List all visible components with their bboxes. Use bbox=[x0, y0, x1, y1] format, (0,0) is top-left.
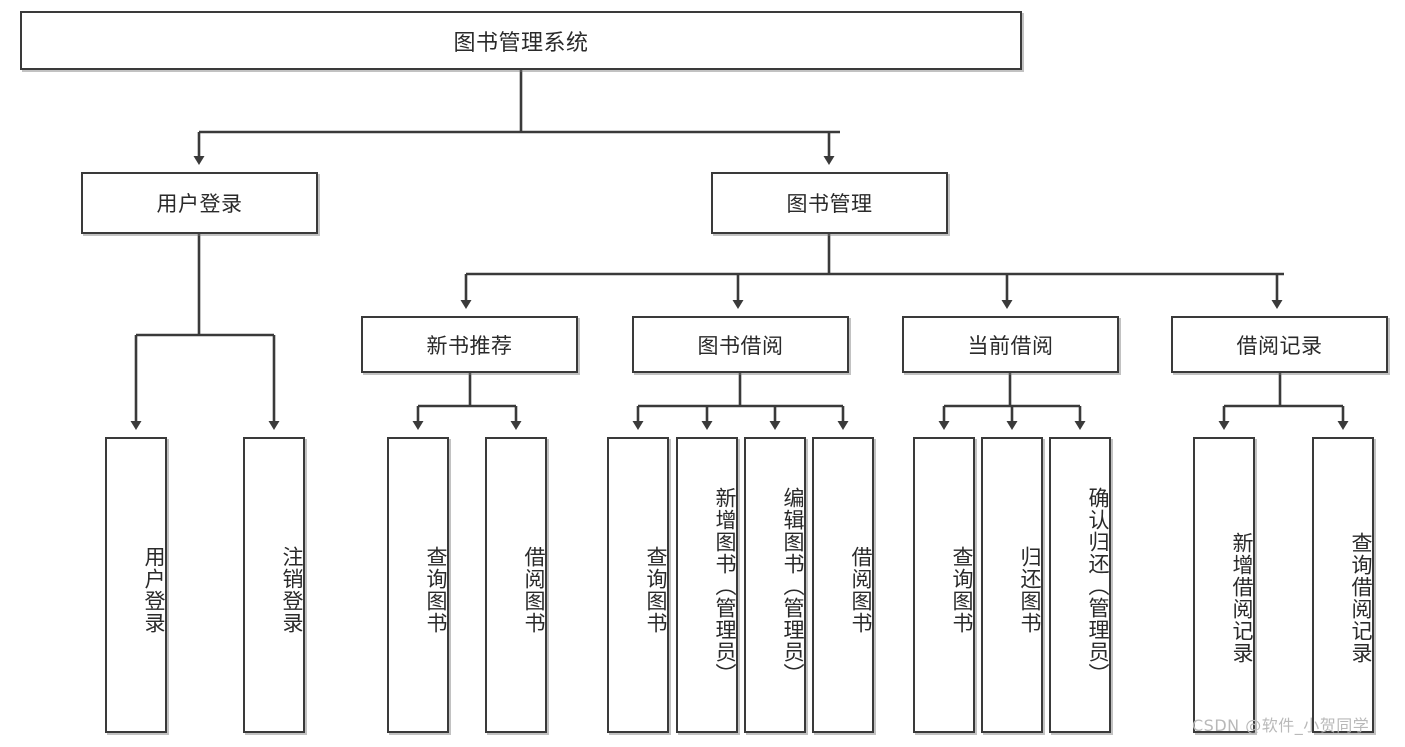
node-label: 新增图书（管理员） bbox=[713, 487, 737, 685]
node-borrow-record[interactable]: 借阅记录 bbox=[1171, 316, 1388, 373]
csdn-watermark: CSDN @软件_小贺同学 bbox=[1192, 716, 1370, 735]
node-label: 新增借阅记录 bbox=[1230, 532, 1254, 664]
node-label: 查询图书 bbox=[424, 546, 448, 634]
node-user-login[interactable]: 用户登录 bbox=[81, 172, 318, 234]
node-leaf-edit-book[interactable]: 编辑图书（管理员） bbox=[744, 437, 806, 733]
node-new-book-rec[interactable]: 新书推荐 bbox=[361, 316, 578, 373]
node-label: 用户登录 bbox=[156, 192, 243, 216]
node-label: 用户登录 bbox=[142, 546, 166, 634]
node-leaf-query-book-1[interactable]: 查询图书 bbox=[387, 437, 449, 733]
node-leaf-add-book[interactable]: 新增图书（管理员） bbox=[676, 437, 738, 733]
node-leaf-query-record[interactable]: 查询借阅记录 bbox=[1312, 437, 1374, 733]
node-label: 借阅记录 bbox=[1236, 333, 1323, 358]
node-label: 确认归还（管理员） bbox=[1086, 487, 1110, 685]
node-leaf-confirm-return[interactable]: 确认归还（管理员） bbox=[1049, 437, 1111, 733]
node-current-borrow[interactable]: 当前借阅 bbox=[902, 316, 1119, 373]
node-title-system[interactable]: 图书管理系统 bbox=[20, 11, 1022, 70]
node-book-borrow[interactable]: 图书借阅 bbox=[632, 316, 849, 373]
node-label: 查询图书 bbox=[950, 546, 974, 634]
node-label: 当前借阅 bbox=[967, 333, 1054, 358]
node-label: 借阅图书 bbox=[522, 546, 546, 634]
node-leaf-borrow-book-2[interactable]: 借阅图书 bbox=[812, 437, 874, 733]
node-label: 查询借阅记录 bbox=[1349, 532, 1373, 664]
node-book-manage[interactable]: 图书管理 bbox=[711, 172, 948, 234]
node-label: 借阅图书 bbox=[849, 546, 873, 634]
node-label: 编辑图书（管理员） bbox=[781, 487, 805, 685]
node-label: 查询图书 bbox=[644, 546, 668, 634]
node-leaf-query-book-2[interactable]: 查询图书 bbox=[607, 437, 669, 733]
node-leaf-query-book-3[interactable]: 查询图书 bbox=[913, 437, 975, 733]
node-label: 注销登录 bbox=[280, 546, 304, 634]
node-label: 归还图书 bbox=[1018, 546, 1042, 634]
node-leaf-add-record[interactable]: 新增借阅记录 bbox=[1193, 437, 1255, 733]
node-label: 图书借阅 bbox=[697, 333, 784, 358]
node-leaf-return-book[interactable]: 归还图书 bbox=[981, 437, 1043, 733]
node-label: 图书管理系统 bbox=[453, 30, 589, 56]
node-leaf-borrow-book-1[interactable]: 借阅图书 bbox=[485, 437, 547, 733]
node-leaf-logout[interactable]: 注销登录 bbox=[243, 437, 305, 733]
node-label: 图书管理 bbox=[786, 192, 873, 216]
node-leaf-user-login[interactable]: 用户登录 bbox=[105, 437, 167, 733]
node-label: 新书推荐 bbox=[426, 333, 513, 358]
